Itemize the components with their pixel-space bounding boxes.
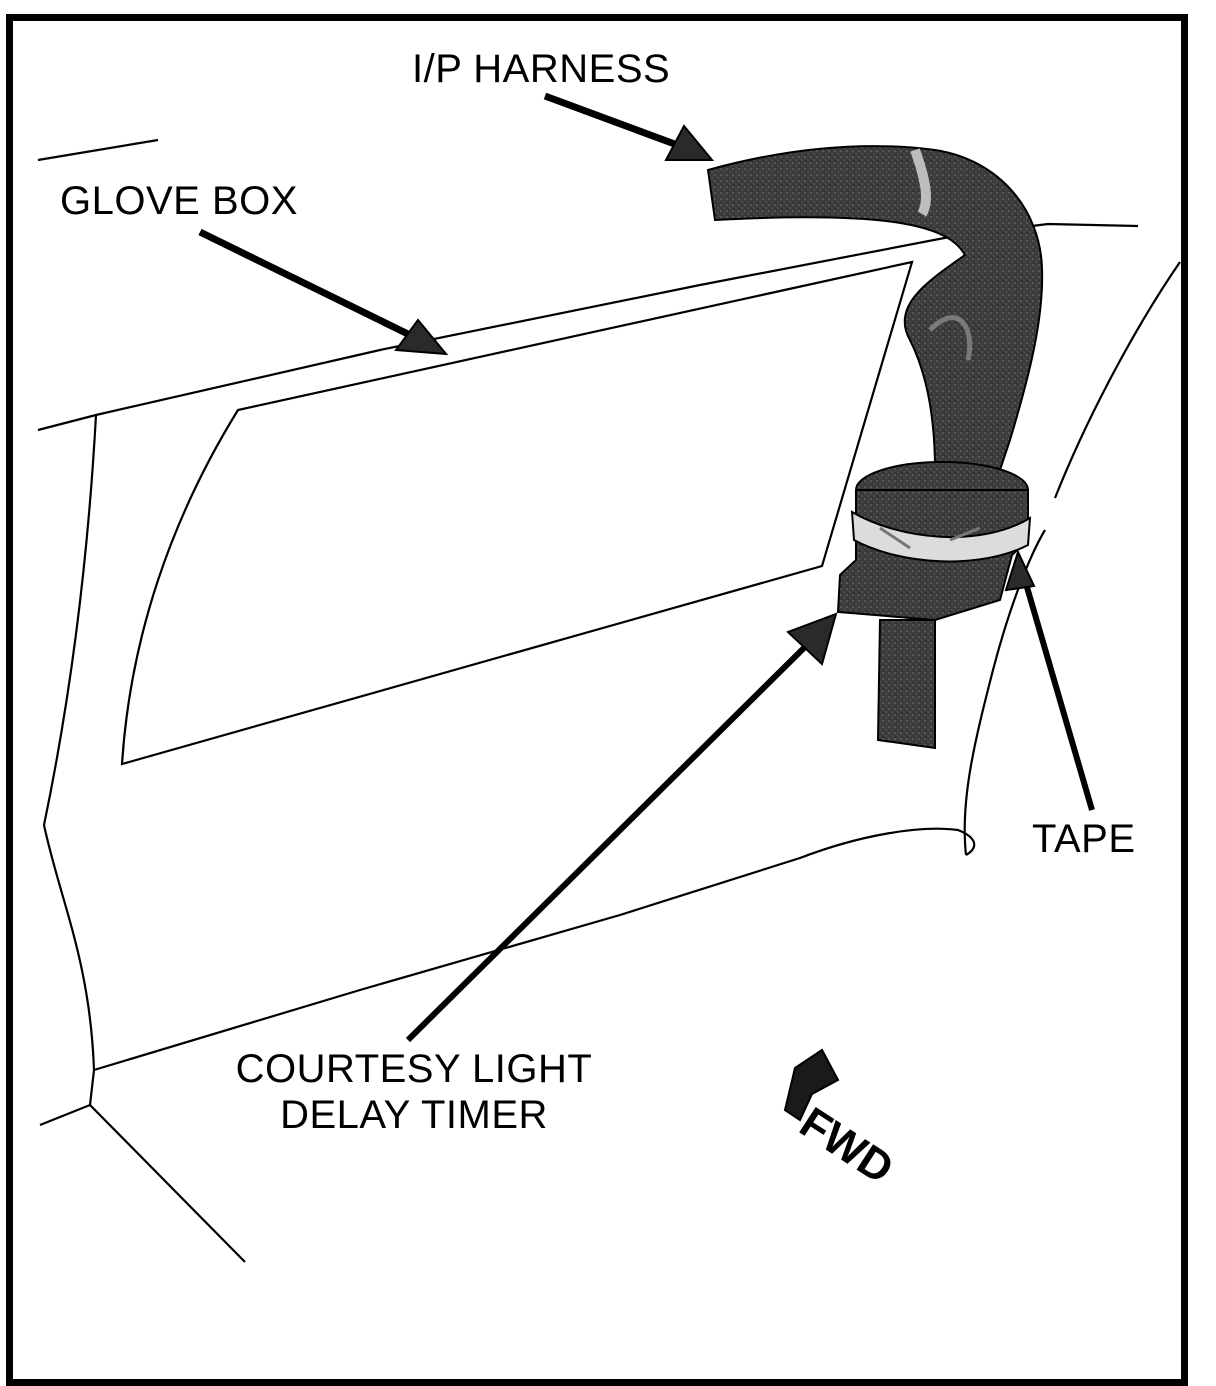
ip-harness [706, 145, 1044, 471]
glove-box-arrow [198, 228, 449, 356]
tape-wrap [850, 510, 1032, 563]
forward-arrow-icon [783, 1048, 840, 1122]
glove-box-door [120, 260, 914, 766]
glove-box-label: GLOVE BOX [60, 179, 298, 223]
tape-arrow [1004, 549, 1095, 811]
courtesy-timer-label: COURTESY LIGHT DELAY TIMER [212, 1046, 616, 1138]
tape-label: TAPE [1032, 817, 1136, 861]
courtesy-timer-label-line1: COURTESY LIGHT [235, 1047, 593, 1091]
courtesy-light-delay-timer [836, 461, 1029, 750]
ip-harness-label: I/P HARNESS [412, 47, 671, 91]
dash-panel-outline [37, 138, 1181, 1263]
courtesy-timer-arrow [405, 612, 838, 1043]
ip-harness-arrow [543, 92, 715, 161]
courtesy-timer-label-line2: DELAY TIMER [280, 1093, 548, 1137]
